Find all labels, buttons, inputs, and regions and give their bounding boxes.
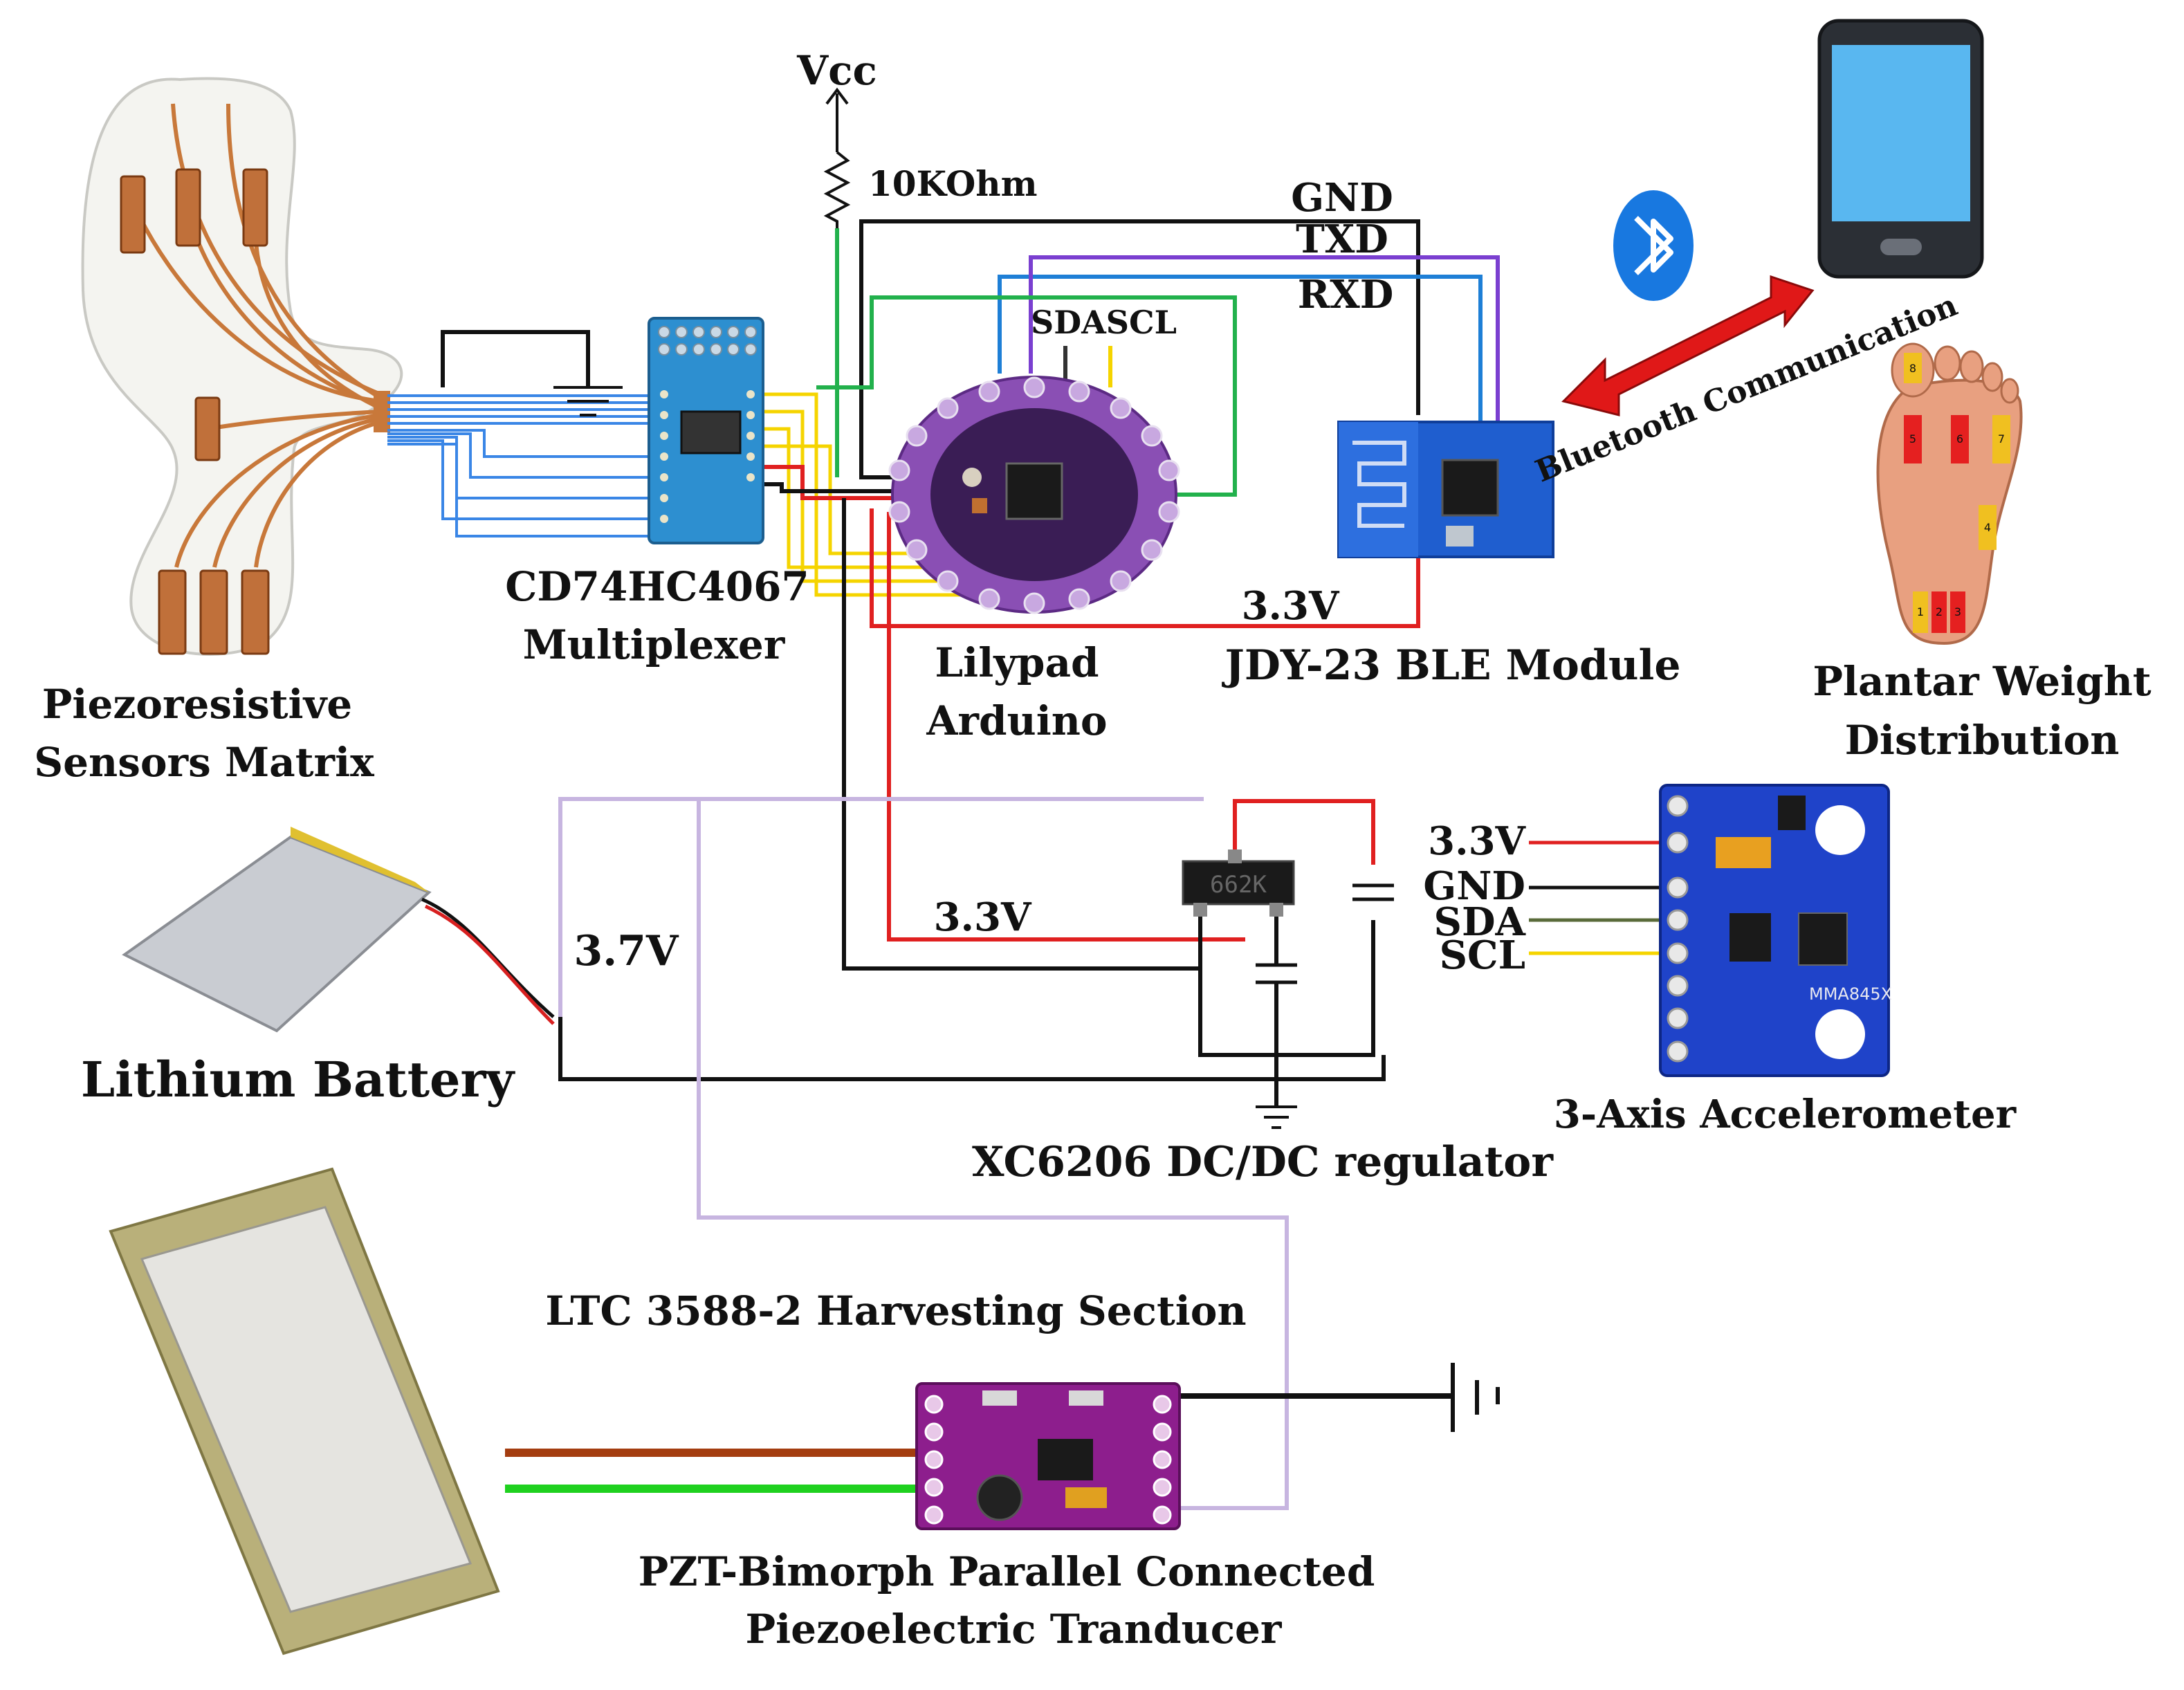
mux-label-line1: CD74HC4067 [505,563,809,610]
plantar-label-line1: Plantar Weight [1813,658,2151,705]
insole-shape [81,77,403,656]
wiring [387,219,1664,1510]
acc-gnd-label: GND [1423,863,1525,909]
plantar-label-line2: Distribution [1845,717,2120,764]
mux-power-red-wire [761,465,899,500]
foot-zone-4: 4 [1984,521,1991,534]
foot-zone-1: 1 [1917,605,1924,618]
mux-ground-black-wire [761,482,899,493]
regulator-voltage-label: 3.3V [934,894,1032,940]
ble-module-label: JDY-23 BLE Module [1221,641,1680,690]
acc-vcc-label: 3.3V [1428,818,1526,864]
smartphone-icon [1817,19,1984,279]
sensors-label-line2: Sensors Matrix [34,739,374,786]
vcc-arrow-icon [825,87,849,105]
rxd-wire [1029,255,1500,422]
accelerometer-chip-marking: MMA845X [1809,984,1892,1004]
resistor-label: 10KOhm [868,163,1038,204]
regulator-cap-black-wire [1198,920,1375,1057]
ble-voltage-label: 3.3V [1242,583,1340,629]
regulator-ground-symbol [1256,1105,1297,1129]
regulator-power-red-wire [887,512,1245,942]
regulator-label: XC6206 DC/DC regulator [972,1138,1554,1186]
regulator-chip: 662K [1182,849,1295,917]
resistor-symbol-icon [823,151,851,228]
acc-scl-label: SCL [1440,933,1525,978]
plantar-foot-map: 8 5 6 7 4 1 2 3 [1876,342,2023,645]
storage-capacitor-symbol [1451,1363,1500,1432]
accelerometer-board: MMA845X [1659,784,1892,1077]
ltc3588-harvester-board [915,1382,1181,1530]
foot-zone-8: 8 [1909,362,1916,375]
sda-scl-label: SDASCL [1031,304,1177,341]
regulator-top-red-wire [1233,799,1375,865]
regulator-chip-marking: 662K [1210,871,1267,899]
sensor-ground-wire [441,330,590,387]
bluetooth-icon [1613,190,1694,301]
regulator-ground-black-wire [842,498,1202,971]
foot-zone-3: 3 [1954,605,1961,618]
acc-sda-label: SDA [1434,899,1527,945]
battery-ground-wire [558,1017,1386,1081]
txd-wire [998,275,1483,422]
gnd-label: GND [1291,175,1393,221]
piezoresistive-sensor-insole [81,77,403,656]
pzt-label-line2: Piezoelectric Tranducer [746,1606,1283,1653]
sensors-label-line1: Piezoresistive [42,681,352,728]
lithium-battery-image [122,827,555,1033]
foot-zone-2: 2 [1936,605,1943,618]
insole-sensor-pads [120,168,270,655]
regulator-capacitor-symbols [1256,883,1394,984]
accelerometer-label: 3-Axis Accelerometer [1554,1092,2017,1137]
lilypad-arduino-board [888,376,1180,614]
pzt-label-line1: PZT-Bimorph Parallel Connected [639,1548,1375,1595]
lilypad-label-line2: Arduino [926,697,1107,744]
mux-label-line2: Multiplexer [523,621,786,668]
ble-power-red-wire [870,508,1420,628]
harvest-lavender-wire [558,797,1289,1510]
battery-label: Lithium Battery [81,1051,516,1108]
foot-zone-7: 7 [1998,432,2005,446]
gnd-wire-top [859,219,1420,479]
foot-zone-5: 5 [1909,432,1916,446]
rxd-label: RXD [1298,272,1394,318]
vcc-label: Vcc [796,47,877,94]
insole-connector [374,391,390,432]
bluetooth-double-arrow [1561,275,1815,416]
pzt-bimorph-image [109,1167,500,1655]
txd-label: TXD [1296,217,1388,262]
multiplexer-board [648,317,764,544]
harvest-section-label: LTC 3588-2 Harvesting Section [545,1287,1246,1334]
sensor-wire-bundle [387,394,650,538]
ble-module-board [1337,421,1554,558]
lilypad-label-line1: Lilypad [935,639,1099,686]
foot-zone-6: 6 [1956,432,1963,446]
vcc-pullup: Vcc 10KOhm [796,47,1038,228]
battery-voltage-label: 3.7V [574,927,679,975]
sensor-ground-symbol [553,386,623,416]
